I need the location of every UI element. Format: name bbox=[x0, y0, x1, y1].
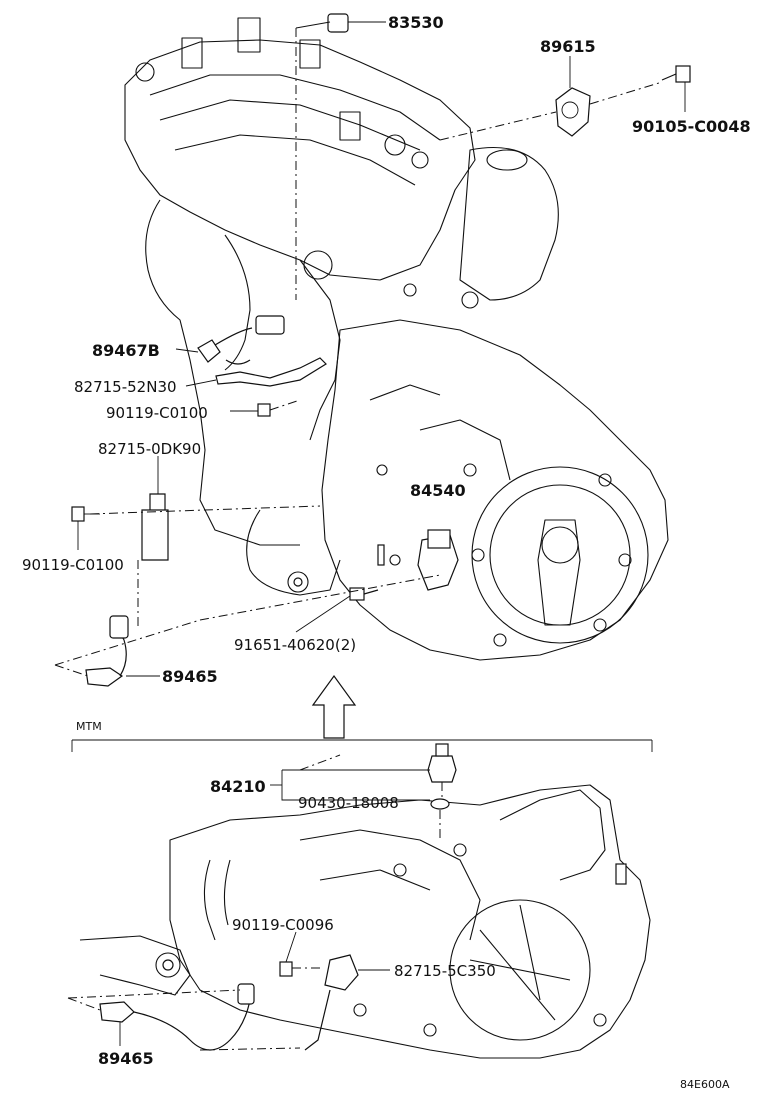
label-90119-c0100-upper: 90119-C0100 bbox=[106, 404, 208, 422]
label-84210: 84210 bbox=[210, 777, 266, 796]
transaxle-housing-drawing bbox=[321, 319, 669, 661]
part-82715-52n30-bracket bbox=[185, 357, 327, 387]
label-82715-0dk90: 82715-0DK90 bbox=[98, 440, 201, 458]
label-90105-c0048: 90105-C0048 bbox=[632, 117, 751, 136]
engine-block-drawing bbox=[124, 17, 559, 596]
part-82715-0dk90-bracket bbox=[89, 456, 321, 561]
label-mtm: MTM bbox=[76, 720, 102, 733]
part-82715-5c350-bracket bbox=[304, 954, 390, 1051]
part-89467b-sensor bbox=[175, 315, 285, 363]
label-83530: 83530 bbox=[388, 13, 444, 32]
label-89465-lower: 89465 bbox=[98, 1049, 154, 1068]
part-89465-sensor-upper bbox=[54, 560, 441, 687]
label-90119-c0100-lower: 90119-C0100 bbox=[22, 556, 124, 574]
label-90119-c0096: 90119-C0096 bbox=[232, 916, 334, 934]
part-83530-switch bbox=[295, 13, 386, 300]
label-89615: 89615 bbox=[540, 37, 596, 56]
part-90119-c0100-bolt-upper bbox=[230, 399, 301, 417]
part-90430-gasket bbox=[430, 798, 450, 840]
label-82715-5c350: 82715-5C350 bbox=[394, 962, 496, 980]
part-90119-c0096-bolt bbox=[279, 931, 320, 977]
label-89467b: 89467B bbox=[92, 341, 160, 360]
mtm-section-line bbox=[71, 739, 653, 752]
part-89465-sensor-lower bbox=[67, 983, 301, 1051]
part-90119-c0100-bolt-lower bbox=[71, 506, 100, 550]
part-91651-bolts bbox=[295, 587, 379, 633]
label-90430-18008: 90430-18008 bbox=[298, 794, 399, 812]
up-arrow-icon bbox=[311, 674, 357, 739]
label-91651-40620: 91651-40620(2) bbox=[234, 636, 356, 654]
part-90105-bolt bbox=[661, 65, 691, 112]
label-89465-upper: 89465 bbox=[162, 667, 218, 686]
mtm-transaxle-drawing bbox=[79, 784, 651, 1059]
label-82715-52n30: 82715-52N30 bbox=[74, 378, 177, 396]
part-84210-switch bbox=[270, 743, 457, 801]
label-84540: 84540 bbox=[410, 481, 466, 500]
figure-code: 84E600A bbox=[680, 1078, 730, 1091]
part-89615-sensor bbox=[439, 56, 663, 141]
